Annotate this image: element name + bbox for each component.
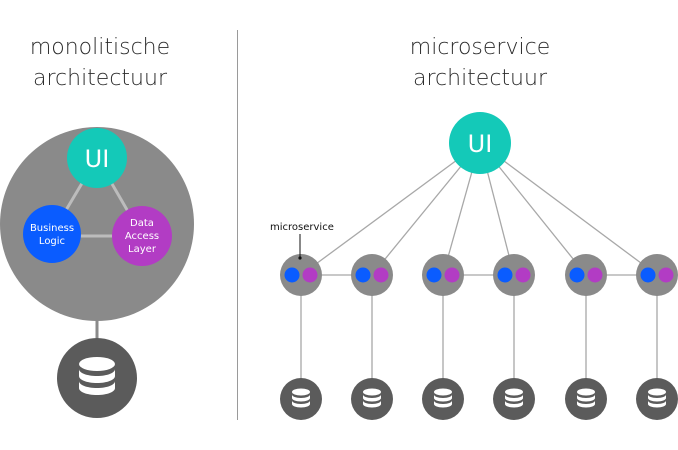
data-access-layer-line2: Access [125,231,159,242]
database-icon [363,388,381,408]
microservice-node [493,254,535,296]
microservice-ui-label: UI [468,130,493,158]
microservice-ui-node [449,112,511,174]
microservice-heading-line2: architectuur [412,66,547,91]
microservice-heading: microservice architectuur [380,32,580,94]
ui-to-service-link [479,142,658,276]
data-access-layer-line1: Data [130,218,154,229]
microservice-ui: UI [449,112,511,174]
microservice-callout-dot [298,256,302,260]
monolith-container [0,127,194,321]
data-access-layer-node [112,206,172,266]
microservice-node [565,254,607,296]
service-data-dot [302,267,318,283]
service-data-dot [587,267,603,283]
microservice-callout-label: microservice [270,222,334,233]
service-data-dot [658,267,674,283]
ui-to-service-link [300,142,481,276]
section-divider [237,30,238,420]
database-icon [505,388,523,408]
monolith-ui-label: UI [85,145,110,173]
database-icon [79,357,115,395]
monolith-heading-line1: monolitische [29,35,171,60]
microservice-node [422,254,464,296]
database-icon [577,388,595,408]
business-logic-node [23,205,81,263]
monolith-heading: monolitische architectuur [0,32,200,94]
service-data-dot [444,267,460,283]
business-logic-line1: Business [30,223,74,234]
microservice-node [280,254,322,296]
microservice-node [351,254,393,296]
service-logic-dot [497,267,513,283]
service-logic-dot [284,267,300,283]
service-data-dot [515,267,531,283]
monolith-diagram: UI Business Logic Data Access Layer [0,127,194,418]
microservice-diagram [280,142,678,420]
monolith-heading-line2: architectuur [32,66,167,91]
microservice-heading-line1: microservice [409,35,551,60]
service-logic-dot [640,267,656,283]
monolith-ui-node [67,128,127,188]
data-access-layer-line3: Layer [128,244,157,255]
database-icon [292,388,310,408]
database-icon [434,388,452,408]
service-logic-dot [569,267,585,283]
microservice-node [636,254,678,296]
database-icon [648,388,666,408]
service-logic-dot [426,267,442,283]
service-logic-dot [355,267,371,283]
business-logic-line2: Logic [39,236,65,247]
service-data-dot [373,267,389,283]
